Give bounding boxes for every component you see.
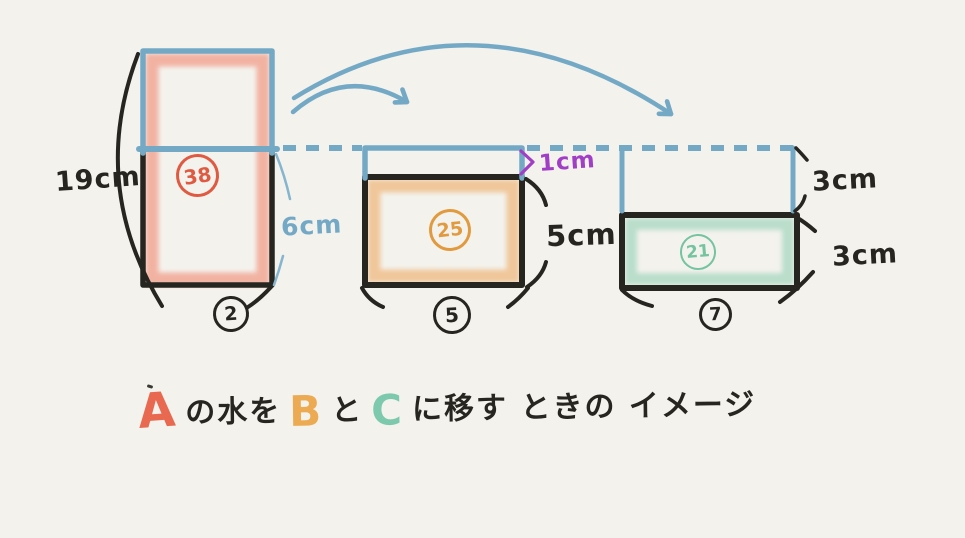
container-c-water-highlight <box>625 218 794 285</box>
label-c-height: 3cm <box>831 238 899 273</box>
tick-c-bottom-left <box>620 288 654 308</box>
bracket-a-left-19cm <box>115 52 164 308</box>
container-b-blue-extension <box>362 145 525 181</box>
bracket-b-right-bottom <box>525 260 548 289</box>
caption-text-3: に移す ときの イメージ <box>411 386 757 427</box>
tick-a-bottom-right <box>246 285 273 309</box>
tick-c-bottom-right <box>778 270 815 304</box>
caption-letter-c: C <box>370 385 405 435</box>
label-c-gap: 3cm <box>811 163 879 198</box>
container-b-outline <box>362 174 525 288</box>
tick-c-top-right <box>794 146 809 162</box>
label-b-height: 5cm <box>545 216 618 254</box>
label-a-water-height: 6cm <box>280 209 343 242</box>
tick-b-bottom-right <box>506 286 530 309</box>
bracket-a-6cm-bottom <box>272 254 285 287</box>
label-b-gap: 1cm <box>538 147 597 177</box>
caption-letter-a: A <box>136 381 180 440</box>
bracket-c-height-top <box>794 215 817 233</box>
caption-letter-b: B <box>288 386 324 436</box>
transfer-arrow-a-to-b <box>290 83 410 115</box>
container-b-water-highlight <box>367 179 520 283</box>
container-a-outline <box>140 146 275 288</box>
bracket-b-right-top <box>524 177 548 207</box>
caption: A の水を B と C に移す ときの イメージ <box>136 377 859 440</box>
bracket-b-1cm <box>519 149 535 176</box>
bracket-a-6cm-top <box>274 152 292 201</box>
container-a-water-highlight <box>145 53 270 286</box>
caption-text-1: の水を <box>184 393 282 430</box>
container-a-blue-upper-section <box>140 48 275 156</box>
tick-b-bottom-left <box>360 286 385 309</box>
bracket-c-gap-bottom <box>793 194 807 213</box>
caption-text-2: と <box>330 392 364 428</box>
transfer-arrow-a-to-c <box>291 43 674 117</box>
label-a-total-height: 19cm <box>54 161 142 198</box>
